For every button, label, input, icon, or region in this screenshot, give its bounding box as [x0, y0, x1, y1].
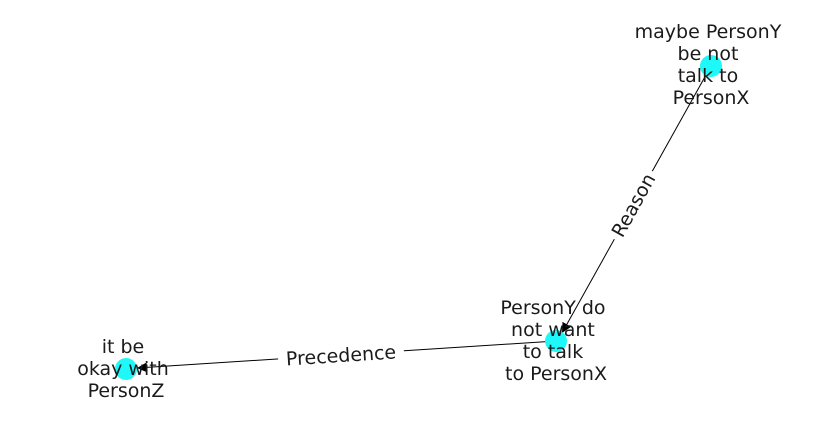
- node-label-line: PersonY do: [500, 297, 605, 319]
- node-label: maybe PersonY be not talk to PersonX: [635, 21, 788, 109]
- node-label-line: PersonZ: [88, 380, 165, 402]
- node-label-line: it be: [102, 336, 145, 358]
- node-dot: [545, 330, 567, 352]
- node-label-line: okay with: [77, 358, 169, 380]
- node-label: it be okay with PersonZ: [77, 336, 175, 402]
- edge-label-background: [602, 164, 664, 246]
- edge-label-background: [277, 337, 405, 373]
- node-label-line: maybe PersonY: [635, 21, 782, 43]
- node-label-line: not want: [511, 319, 595, 341]
- node-label-line: be not: [678, 43, 739, 65]
- node-label-line: talk to: [678, 65, 739, 87]
- node-dot: [700, 55, 722, 77]
- node-label-line: to talk: [523, 341, 584, 363]
- node-dot: [115, 358, 137, 380]
- node-label: PersonY do not want to talk to PersonX: [500, 297, 611, 385]
- node-label-line: to PersonX: [505, 363, 607, 385]
- node-label-line: PersonX: [673, 87, 750, 109]
